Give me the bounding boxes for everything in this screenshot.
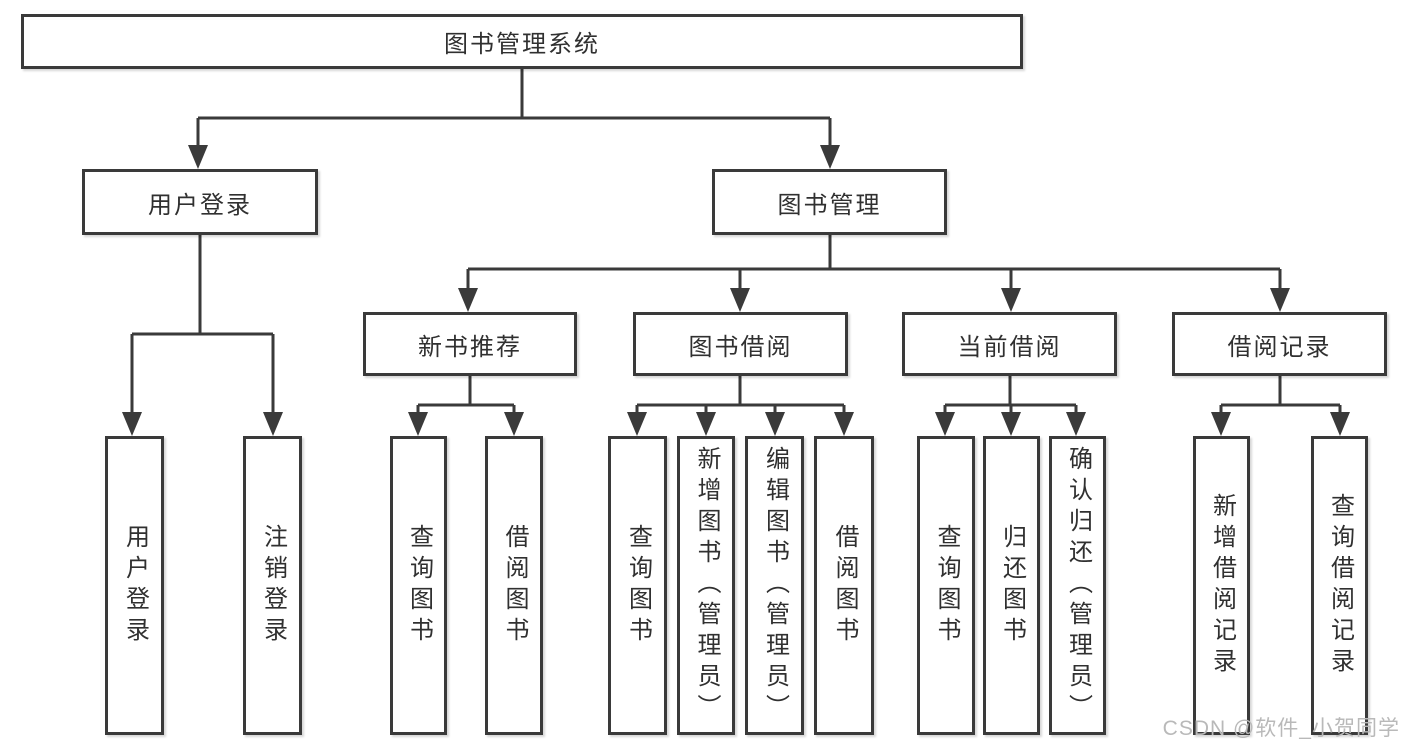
node-label: 新增图书（管理员） [693, 446, 720, 725]
node-label: 确认归还（管理员） [1064, 446, 1092, 725]
watermark: CSDN @软件_小贺同学 [1162, 717, 1400, 740]
leaf-edit-books-admin: 编辑图书（管理员） [745, 436, 804, 735]
node-user-login: 用户登录 [82, 169, 318, 235]
leaf-query-books-borrowing: 查询图书 [608, 436, 667, 735]
node-root: 图书管理系统 [21, 14, 1023, 69]
node-label: 注销登录 [259, 523, 287, 648]
node-label: 查询图书 [933, 523, 960, 648]
leaf-user-login: 用户登录 [105, 436, 164, 735]
leaf-return-books: 归还图书 [983, 436, 1040, 735]
node-label: 新书推荐 [418, 333, 522, 361]
node-borrowing-records: 借阅记录 [1172, 312, 1387, 376]
node-label: 借阅记录 [1227, 333, 1332, 361]
node-label: 归还图书 [998, 523, 1026, 648]
leaf-query-books-recommend: 查询图书 [390, 436, 447, 735]
node-label: 编辑图书（管理员） [761, 446, 789, 725]
node-label: 图书管理系统 [444, 31, 600, 58]
node-label: 借阅图书 [501, 523, 528, 648]
node-label: 查询图书 [405, 523, 433, 648]
leaf-borrow-books-borrowing: 借阅图书 [814, 436, 874, 735]
node-label: 查询图书 [624, 523, 652, 648]
leaf-borrow-books-recommend: 借阅图书 [485, 436, 543, 735]
node-label: 新增借阅记录 [1208, 492, 1236, 679]
node-current-borrowing: 当前借阅 [902, 312, 1117, 376]
leaf-confirm-return-admin: 确认归还（管理员） [1049, 436, 1106, 735]
node-label: 借阅图书 [831, 523, 858, 648]
node-book-management: 图书管理 [712, 169, 947, 235]
node-new-book-recommend: 新书推荐 [363, 312, 577, 376]
node-label: 当前借阅 [957, 333, 1062, 361]
node-label: 查询借阅记录 [1326, 492, 1354, 679]
arrowheads [122, 145, 1350, 436]
leaf-logout: 注销登录 [243, 436, 302, 735]
node-label: 用户登录 [148, 191, 252, 219]
leaf-query-books-current: 查询图书 [917, 436, 975, 735]
leaf-add-books-admin: 新增图书（管理员） [677, 436, 735, 735]
node-label: 用户登录 [121, 523, 149, 648]
node-book-borrowing: 图书借阅 [633, 312, 848, 376]
leaf-add-borrow-record: 新增借阅记录 [1193, 436, 1250, 735]
leaf-query-borrow-record: 查询借阅记录 [1311, 436, 1368, 735]
node-label: 图书借阅 [688, 333, 793, 361]
node-label: 图书管理 [777, 191, 882, 219]
